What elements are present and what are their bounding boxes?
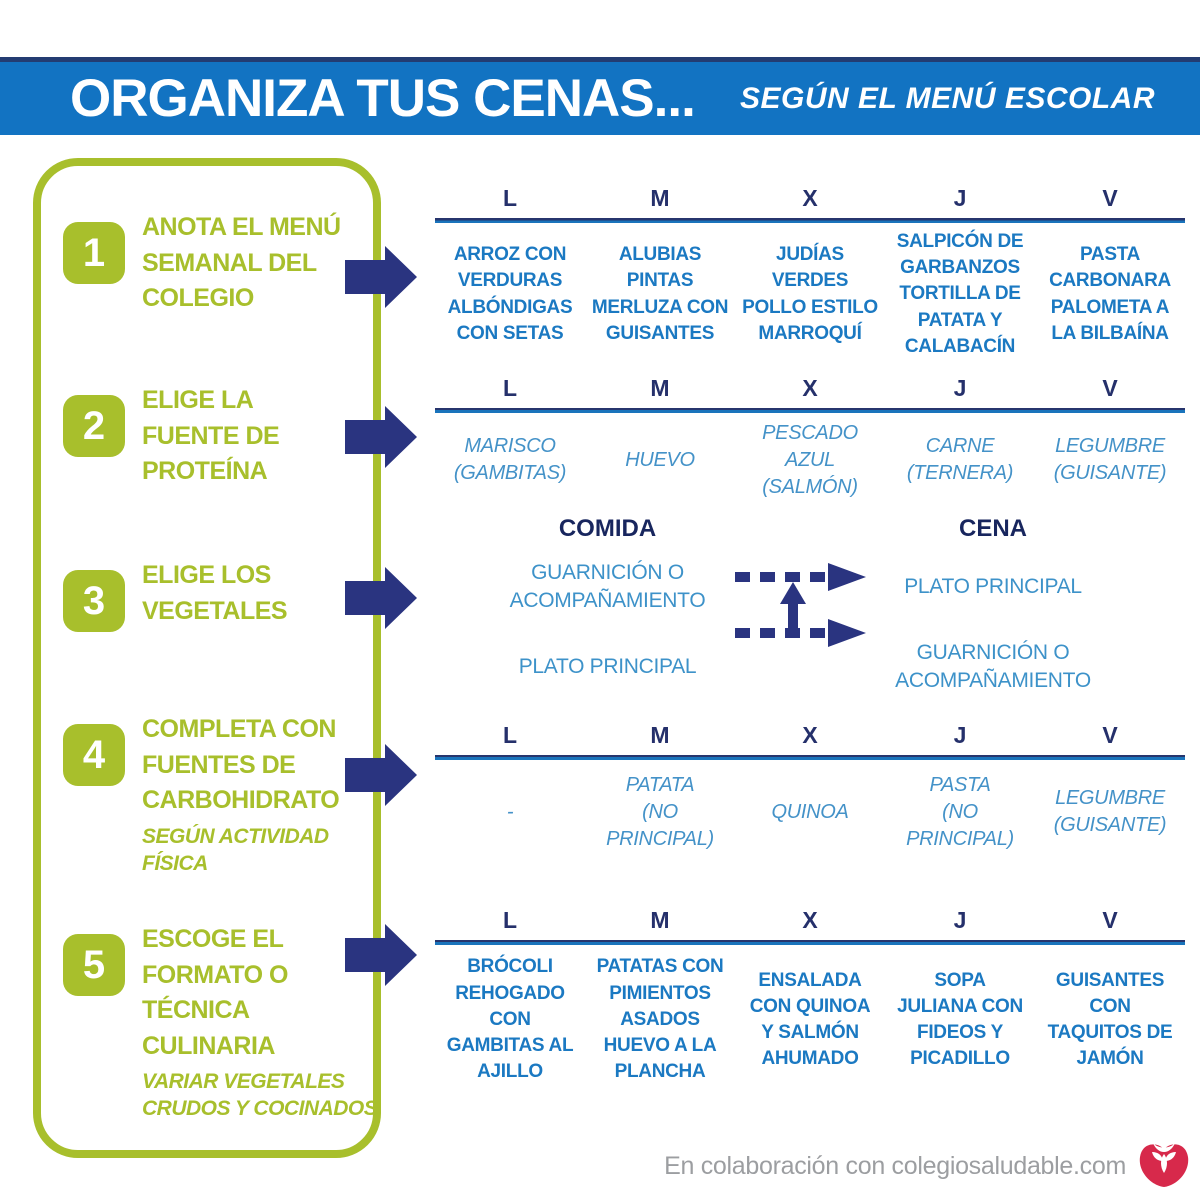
step-4: 4 COMPLETA CON FUENTES DE CARBOHIDRATO S… xyxy=(63,712,383,877)
day-header-m: M xyxy=(650,185,670,211)
day-header-j: J xyxy=(953,185,967,211)
weekday-header-row: L M X J V xyxy=(435,907,1185,940)
collaboration-credit: En colaboración con colegiosaludable.com xyxy=(664,1152,1126,1180)
day-header-v: V xyxy=(1102,907,1118,933)
step-2-title: ELIGE LA FUENTE DE PROTEÍNA xyxy=(142,386,280,485)
protein-cell-v: LEGUMBRE (GUISANTE) xyxy=(1053,435,1167,484)
protein-cell-l: MARISCO (GAMBITAS) xyxy=(453,435,567,484)
page-title: ORGANIZA TUS CENAS... xyxy=(70,69,696,128)
weekday-header-row: L M X J V xyxy=(435,375,1185,408)
menu-cell-j: SALPICÓN DE GARBANZOS TORTILLA DE PATATA… xyxy=(896,231,1024,357)
day-header-m: M xyxy=(650,907,670,933)
step-2-text: ELIGE LA FUENTE DE PROTEÍNA xyxy=(142,383,383,490)
protein-cell-j: CARNE (TERNERA) xyxy=(906,435,1014,484)
header-bar: ORGANIZA TUS CENAS... SEGÚN EL MENÚ ESCO… xyxy=(0,57,1200,135)
menu-cells-row: ARROZ CON VERDURAS ALBÓNDIGAS CON SETAS … xyxy=(435,229,1185,360)
step-4-note: SEGÚN ACTIVIDAD FÍSICA xyxy=(142,824,329,875)
steps-panel-border xyxy=(33,158,381,1158)
step-1-number-badge: 1 xyxy=(63,222,125,284)
cena-header: CENA xyxy=(958,515,1027,542)
arrow-right-icon xyxy=(345,567,417,629)
step-3: 3 ELIGE LOS VEGETALES xyxy=(63,558,383,632)
step-5-note: VARIAR VEGETALES CRUDOS Y COCINADOS xyxy=(142,1070,378,1121)
dinner-cell-j: SOPA JULIANA CON FIDEOS Y PICADILLO xyxy=(897,969,1023,1070)
day-header-v: V xyxy=(1102,722,1118,748)
carbs-table: L M X J V - PATATA (NO PRINCIPAL) QUINOA… xyxy=(435,722,1185,858)
step-1-text: ANOTA EL MENÚ SEMANAL DEL COLEGIO xyxy=(142,210,383,317)
step-2: 2 ELIGE LA FUENTE DE PROTEÍNA xyxy=(63,383,383,490)
step-3-number-badge: 3 xyxy=(63,570,125,632)
arrow-right-icon xyxy=(345,924,417,986)
step-1-title: ANOTA EL MENÚ SEMANAL DEL COLEGIO xyxy=(142,213,341,312)
cena-item-1: PLATO PRINCIPAL xyxy=(904,574,1082,598)
day-header-l: L xyxy=(502,375,518,401)
step-5: 5 ESCOGE EL FORMATO O TÉCNICA CULINARIA … xyxy=(63,922,383,1123)
protein-cell-x: PESCADO AZUL (SALMÓN) xyxy=(762,421,858,498)
comida-item-2: PLATO PRINCIPAL xyxy=(518,654,697,678)
day-header-j: J xyxy=(953,907,967,933)
day-header-l: L xyxy=(502,185,518,211)
dinner-cells-row: BRÓCOLI REHOGADO CON GAMBITAS AL AJILLO … xyxy=(435,951,1185,1089)
carbs-cells-row: - PATATA (NO PRINCIPAL) QUINOA PASTA (NO… xyxy=(435,766,1185,858)
cena-item-2: GUARNICIÓN O ACOMPAÑAMIENTO xyxy=(895,640,1091,692)
day-header-l: L xyxy=(502,907,518,933)
school-menu-table: L M X J V ARROZ CON VERDURAS ALBÓNDIGAS … xyxy=(435,185,1185,360)
dinner-cell-x: ENSALADA CON QUINOA Y SALMÓN AHUMADO xyxy=(749,969,871,1070)
weekday-header-row: L M X J V xyxy=(435,722,1185,755)
step-4-title: COMPLETA CON FUENTES DE CARBOHIDRATO xyxy=(142,715,340,814)
arrow-right-icon xyxy=(345,246,417,308)
protein-cell-m: HUEVO xyxy=(625,448,695,471)
table-rule xyxy=(435,408,1185,413)
dinner-cell-m: PATATAS CON PIMIENTOS ASADOS HUEVO A LA … xyxy=(596,956,724,1083)
day-header-x: X xyxy=(802,907,818,933)
step-2-number-badge: 2 xyxy=(63,395,125,457)
weekday-header-row: L M X J V xyxy=(435,185,1185,218)
dinner-table: L M X J V BRÓCOLI REHOGADO CON GAMBITAS … xyxy=(435,907,1185,1089)
swap-arrows-icon xyxy=(733,556,873,656)
arrow-right-icon xyxy=(345,406,417,468)
step-3-text: ELIGE LOS VEGETALES xyxy=(142,558,383,632)
menu-cell-l: ARROZ CON VERDURAS ALBÓNDIGAS CON SETAS xyxy=(447,244,573,344)
carbs-cell-j: PASTA (NO PRINCIPAL) xyxy=(906,773,1014,850)
day-header-x: X xyxy=(802,722,818,748)
day-header-j: J xyxy=(953,375,967,401)
day-header-x: X xyxy=(802,185,818,211)
menu-cell-v: PASTA CARBONARA PALOMETA A LA BILBAÍNA xyxy=(1049,244,1171,344)
comida-item-1: GUARNICIÓN O ACOMPAÑAMIENTO xyxy=(509,560,706,612)
menu-cell-x: JUDÍAS VERDES POLLO ESTILO MARROQUÍ xyxy=(742,244,878,344)
day-header-m: M xyxy=(650,375,670,401)
day-header-l: L xyxy=(502,722,518,748)
day-header-j: J xyxy=(953,722,967,748)
comida-column: COMIDA GUARNICIÓN O ACOMPAÑAMIENTO PLATO… xyxy=(440,515,775,703)
step-4-text: COMPLETA CON FUENTES DE CARBOHIDRATO SEG… xyxy=(142,712,383,877)
step-3-title: ELIGE LOS VEGETALES xyxy=(142,561,288,625)
day-header-v: V xyxy=(1102,185,1118,211)
step-4-number-badge: 4 xyxy=(63,724,125,786)
carbs-cell-m: PATATA (NO PRINCIPAL) xyxy=(606,773,714,850)
step-5-title: ESCOGE EL FORMATO O TÉCNICA CULINARIA xyxy=(142,925,288,1060)
cena-column: CENA PLATO PRINCIPAL GUARNICIÓN O ACOMPA… xyxy=(828,515,1158,703)
table-rule xyxy=(435,218,1185,223)
footer: En colaboración con colegiosaludable.com xyxy=(664,1141,1190,1192)
apple-sprout-logo-icon xyxy=(1138,1141,1190,1192)
dinner-cell-l: BRÓCOLI REHOGADO CON GAMBITAS AL AJILLO xyxy=(446,956,574,1083)
carbs-cell-l: - xyxy=(506,800,514,823)
day-header-m: M xyxy=(650,722,670,748)
table-rule xyxy=(435,755,1185,760)
page-subtitle: SEGÚN EL MENÚ ESCOLAR xyxy=(740,81,1155,115)
step-5-text: ESCOGE EL FORMATO O TÉCNICA CULINARIA VA… xyxy=(142,922,383,1123)
menu-cell-m: ALUBIAS PINTAS MERLUZA CON GUISANTES xyxy=(591,244,729,344)
step-1: 1 ANOTA EL MENÚ SEMANAL DEL COLEGIO xyxy=(63,210,383,317)
carbs-cell-x: QUINOA xyxy=(771,800,849,823)
day-header-x: X xyxy=(802,375,818,401)
protein-table: L M X J V MARISCO (GAMBITAS) HUEVO PESCA… xyxy=(435,375,1185,501)
carbs-cell-v: LEGUMBRE (GUISANTE) xyxy=(1053,787,1167,836)
table-rule xyxy=(435,940,1185,945)
day-header-v: V xyxy=(1102,375,1118,401)
step-5-number-badge: 5 xyxy=(63,934,125,996)
comida-header: COMIDA xyxy=(558,515,657,542)
protein-cells-row: MARISCO (GAMBITAS) HUEVO PESCADO AZUL (S… xyxy=(435,419,1185,501)
arrow-right-icon xyxy=(345,744,417,806)
dinner-cell-v: GUISANTES CON TAQUITOS DE JAMÓN xyxy=(1047,969,1173,1070)
